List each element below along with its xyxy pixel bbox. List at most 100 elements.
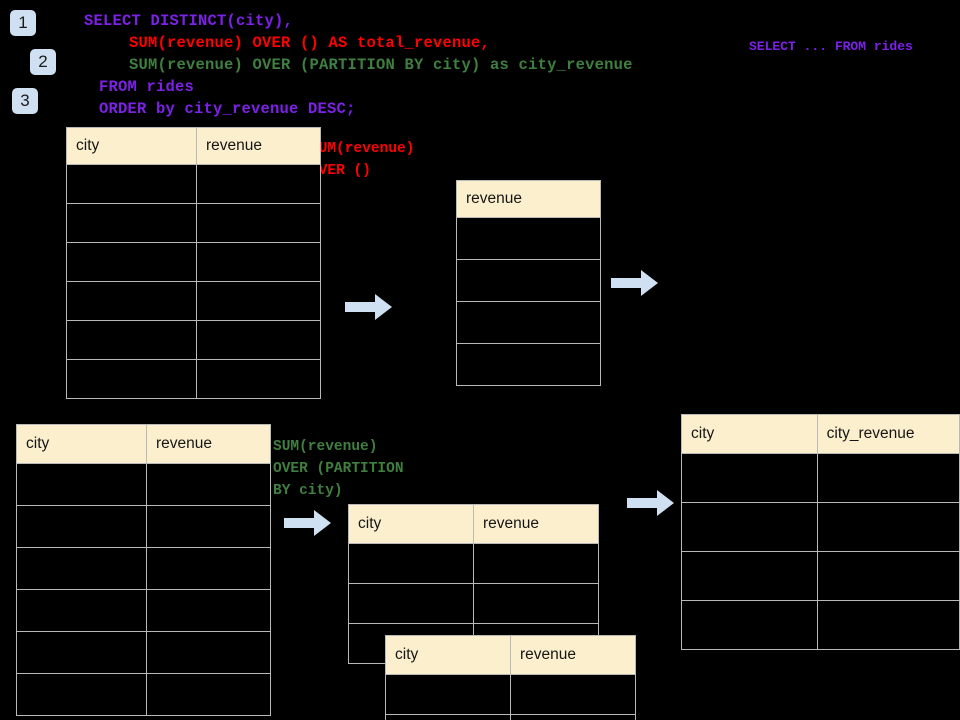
table-cell [510,674,636,715]
table-cell [456,301,601,344]
sql-query-block: SELECT DISTINCT(city), SUM(revenue) OVER … [84,10,633,120]
table-cell [16,673,147,716]
table-row [16,463,271,506]
table-row [456,301,601,344]
table-row [16,589,271,632]
table-row [385,714,636,720]
city-revenue-annotation: SUM(revenue) OVER (PARTITION BY city) [273,439,404,499]
table-cell [348,543,474,584]
table-row [66,164,321,204]
sql-line-3: SUM(revenue) OVER (PARTITION BY city) as… [129,56,633,74]
table-row [16,673,271,716]
table-cell [66,359,197,399]
table-cell [146,673,271,716]
table-cell [816,453,960,503]
sql-line-5: ORDER by city_revenue DESC; [99,100,356,118]
table-cell [473,543,599,584]
table-row [16,631,271,674]
table-row [66,320,321,360]
column-header-revenue: revenue [510,635,636,675]
table-cell [196,242,321,282]
table-row [681,551,960,601]
table-row [681,600,960,650]
step-badge-2: 2 [30,49,56,75]
table-cell [146,463,271,506]
table-cell [146,631,271,674]
table-cell [681,502,818,552]
table-cell [196,164,321,204]
column-header-city: city [681,414,818,454]
table-cell [456,343,601,386]
table-cell [146,505,271,548]
table-cell [66,242,197,282]
table-cell [66,320,197,360]
table-row [348,543,599,584]
column-header-city: city [385,635,511,675]
table-cell [196,320,321,360]
column-header-city: city [16,424,147,464]
table-cell [816,600,960,650]
table-cell [473,583,599,624]
table-cell [66,281,197,321]
table-cell [385,714,511,720]
table-row [16,505,271,548]
sql-line-4: FROM rides [99,78,195,96]
arrow-source-to-total [345,294,392,320]
table-header-row: revenue [456,180,601,218]
arrow-partition-to-result [627,490,674,516]
table-row [348,583,599,624]
table-cell [196,281,321,321]
table-row [66,203,321,243]
table-cell [196,203,321,243]
table-cell [681,551,818,601]
table-cell [348,583,474,624]
table-cell [816,551,960,601]
table-row [456,217,601,260]
table-cell [196,359,321,399]
table-cell [510,714,636,720]
table-row [16,547,271,590]
total-revenue-annotation: SUM(revenue) OVER () [310,141,415,179]
table-cell [681,453,818,503]
table-row [385,674,636,715]
table-row [66,242,321,282]
table-cell [681,600,818,650]
table-row [456,259,601,302]
sql-line-1: SELECT DISTINCT(city), [84,12,294,30]
table-cell [16,547,147,590]
sql-line-2: SUM(revenue) OVER () AS total_revenue, [129,34,491,52]
table-cell [16,505,147,548]
column-header-revenue: revenue [456,180,601,218]
column-header-revenue: revenue [196,127,321,165]
table-cell [456,217,601,260]
table-cell [385,674,511,715]
column-header-revenue: revenue [146,424,271,464]
table-row [456,343,601,386]
table-row [681,502,960,552]
sql-aside-note: SELECT ... FROM rides [749,39,913,54]
table-cell [16,463,147,506]
step-badge-3: 3 [12,88,38,114]
column-header-city: city [66,127,197,165]
column-header-city: city [348,504,474,544]
step-badge-1: 1 [10,10,36,36]
table-cell [816,502,960,552]
total-revenue-table: revenue [456,180,601,386]
table-cell [16,589,147,632]
table-row [66,359,321,399]
table-row [66,281,321,321]
table-cell [66,164,197,204]
arrow-source-to-partition [284,510,331,536]
table-cell [66,203,197,243]
arrow-total-to-result [611,270,658,296]
column-header-revenue: revenue [473,504,599,544]
